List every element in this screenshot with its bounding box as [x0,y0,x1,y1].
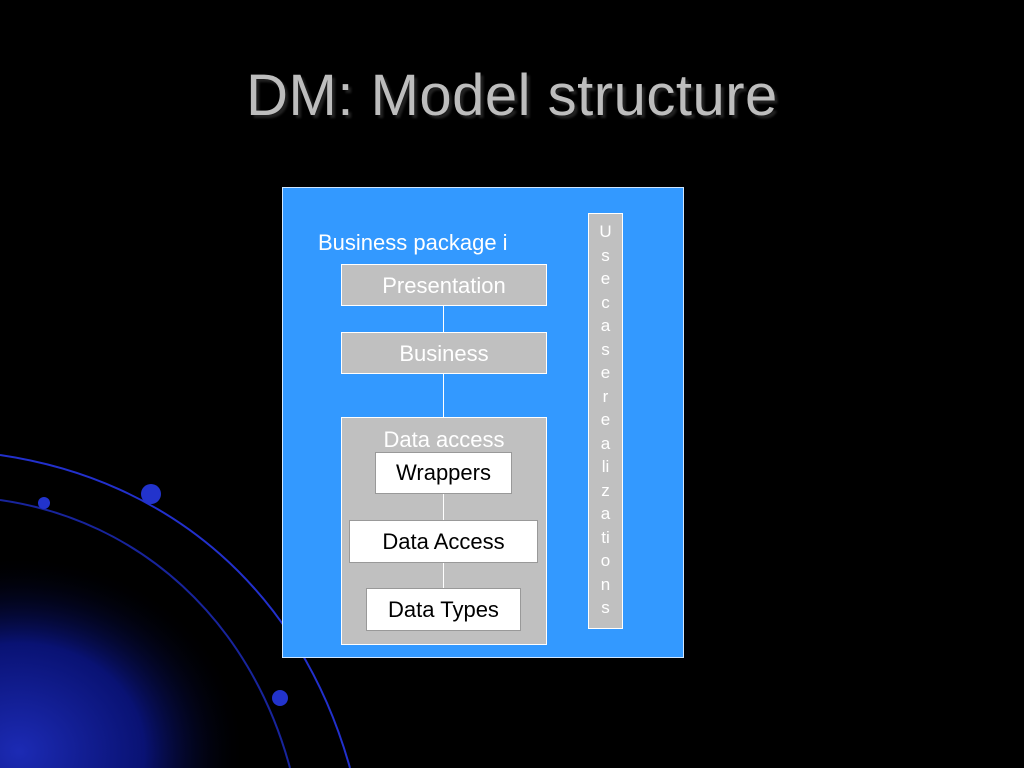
usecase-letter: a [600,316,611,335]
usecase-letter: o [600,551,611,570]
usecase-letter: s [601,339,610,359]
usecase-letter: li [601,457,610,476]
connector-line [443,494,444,520]
wrappers-box: Wrappers [375,452,512,494]
usecase-letter: ti [601,527,610,547]
slide-title: DM: Model structure [246,63,778,128]
usecase-letter: c [601,292,610,312]
data-types-box: Data Types [366,588,521,631]
usecase-letter: a [600,433,611,453]
connector-line [443,374,444,417]
business-label: Business [399,341,489,366]
data-access-box: Data Access [349,520,538,563]
package-label: Business package i [318,230,508,255]
presentation-label: Presentation [382,273,506,298]
usecase-letter: r [602,386,609,406]
usecase-letter: n [600,574,611,594]
usecase-letter: e [600,269,611,288]
usecase-letter: e [600,363,611,382]
data-access-label: Data access [383,427,505,452]
presentation-layer: Presentation [341,264,547,306]
connector-line [443,306,444,332]
usecase-letter: z [601,480,610,500]
usecase-letter: a [600,504,611,523]
connector-line [443,563,444,588]
usecase-letter: s [601,598,610,617]
business-layer: Business [341,332,547,374]
usecase-letter: e [600,410,611,429]
usecase-letter: s [601,245,610,265]
usecase-letter: U [599,222,612,241]
